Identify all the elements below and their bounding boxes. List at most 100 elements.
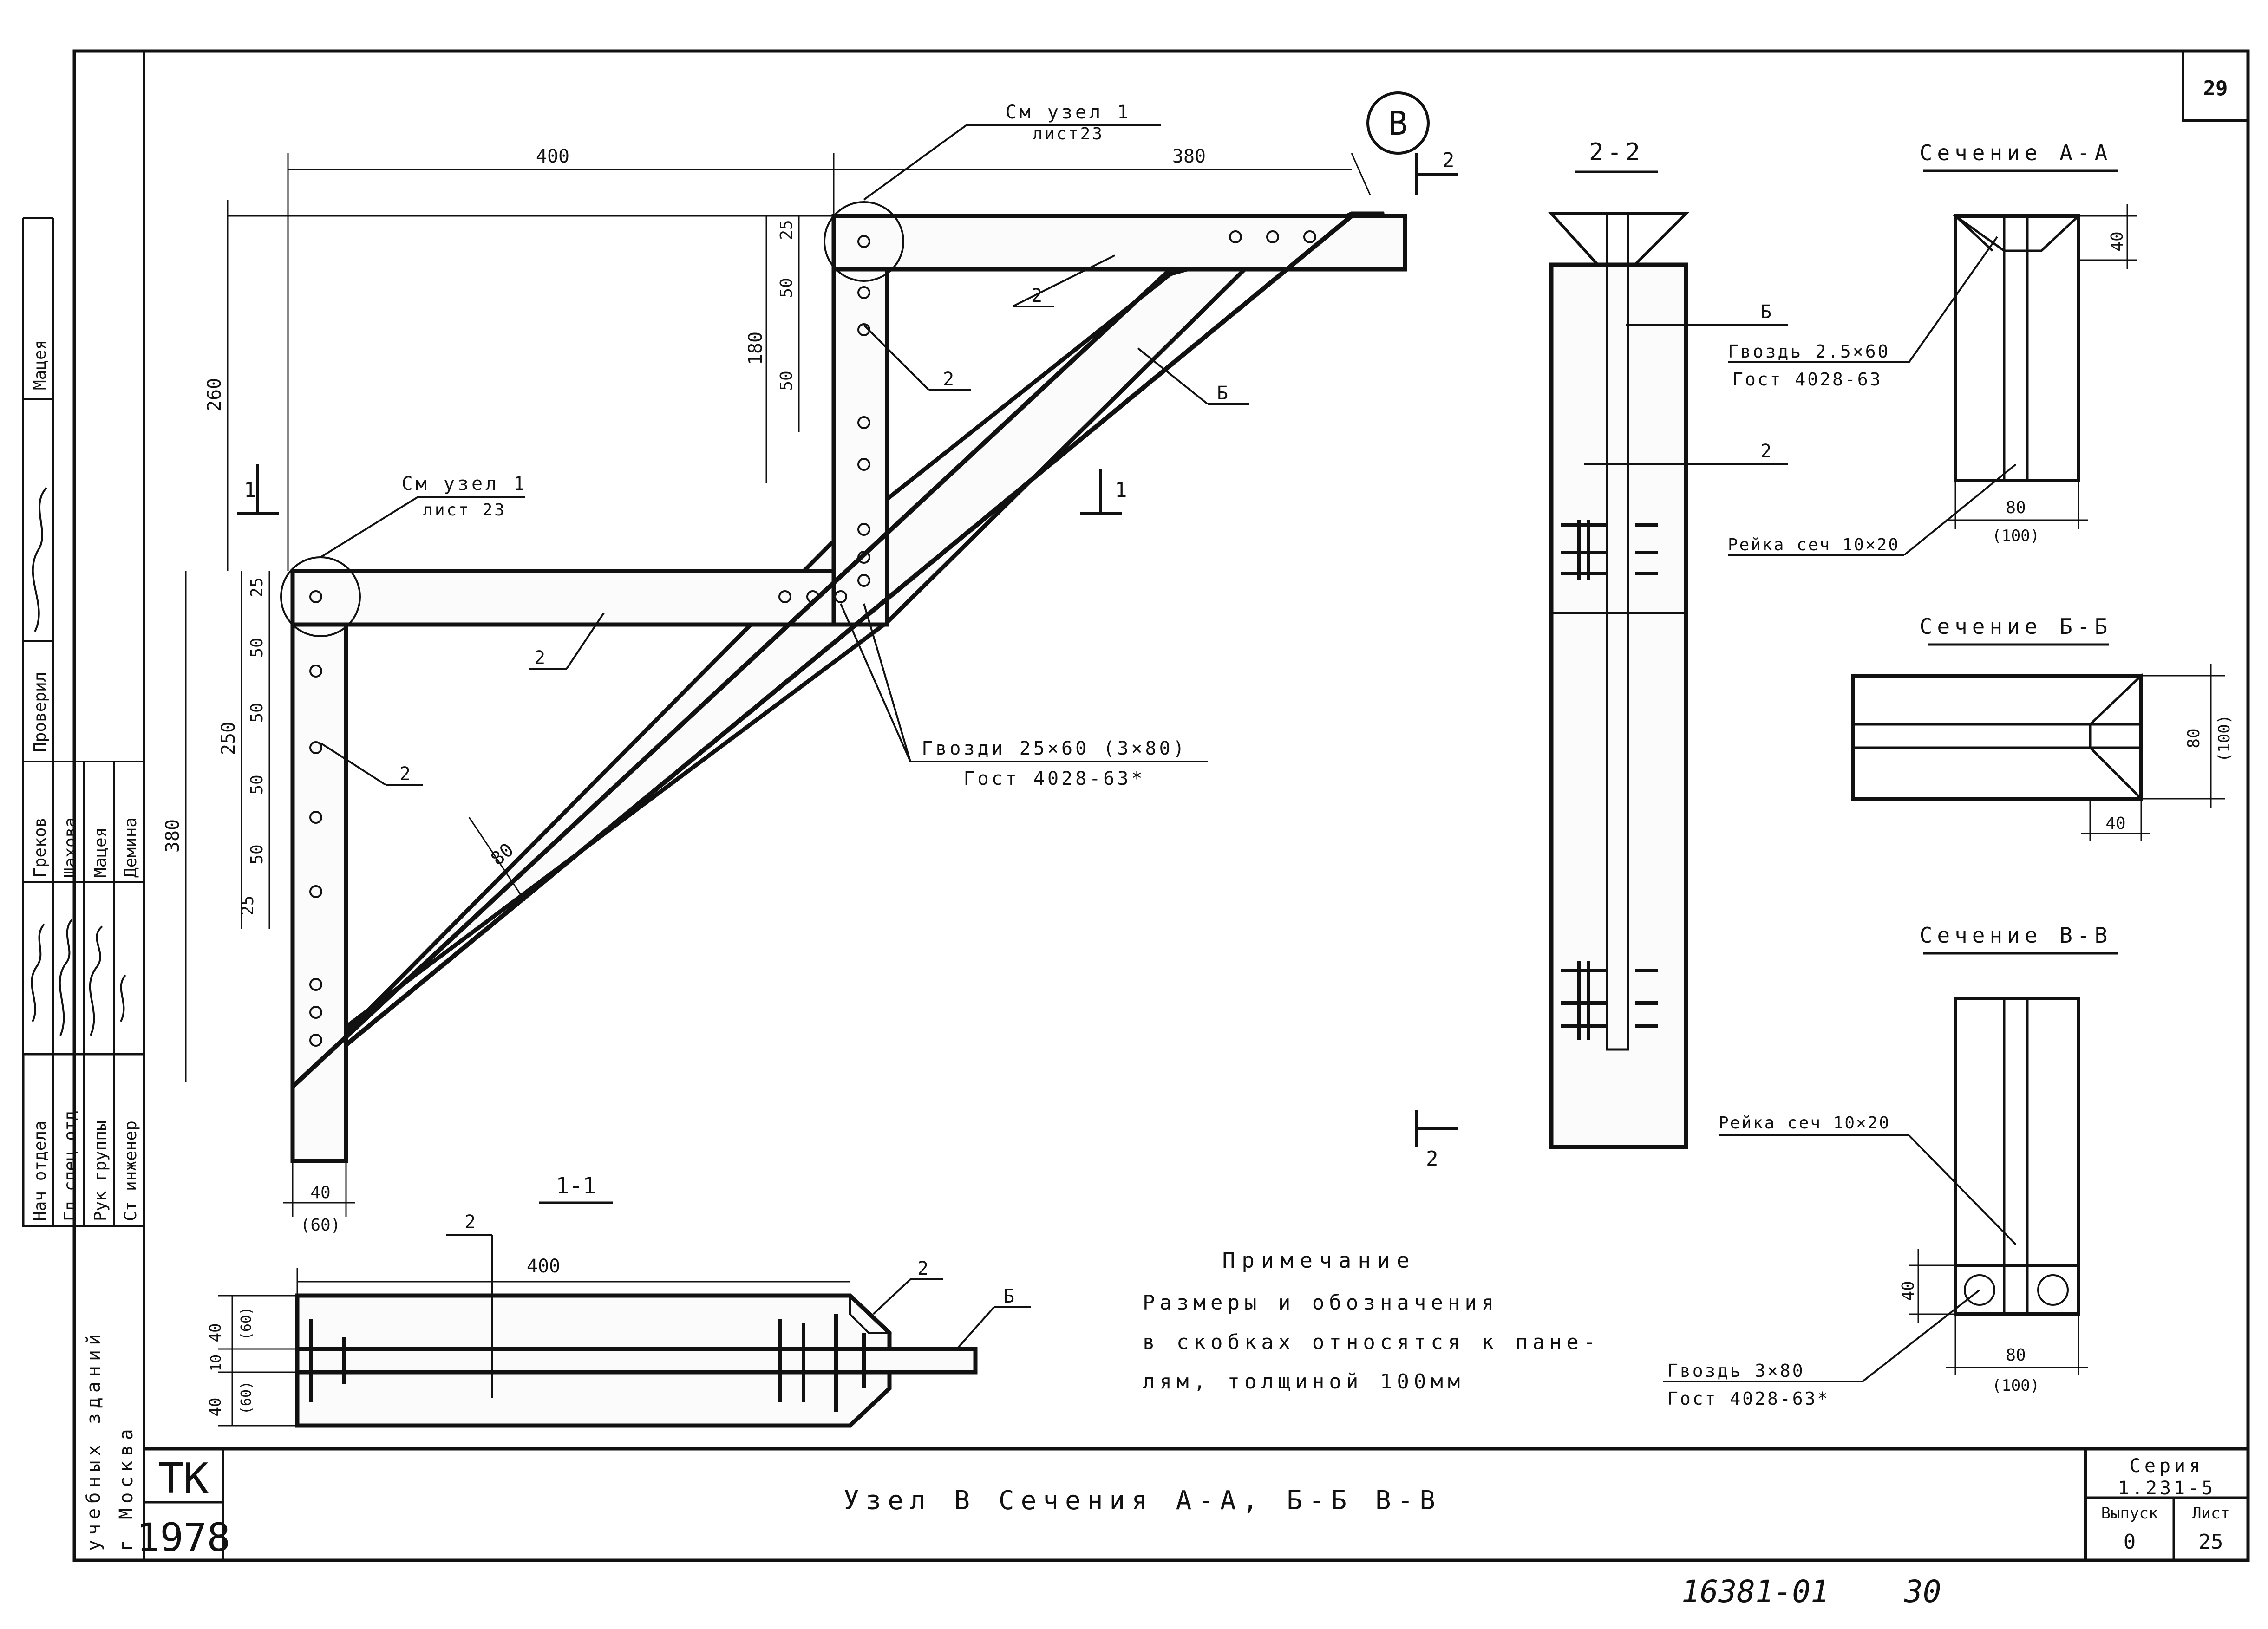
left-post <box>290 569 348 1163</box>
leader-2-upper-post: 2 <box>943 369 954 390</box>
sheet-value: 25 <box>2199 1530 2223 1554</box>
leader-2-mid: 2 <box>534 647 545 669</box>
dim-50-b: 50 <box>777 371 796 391</box>
logo-year: 1978 <box>137 1515 230 1560</box>
section-1-1: 2 400 2 Б 40 (60) 10 40 (60) <box>206 1212 1031 1428</box>
title-block: ТК 1978 Узел В Сечения А-А, Б-Б В-В Сери… <box>137 1447 2248 1560</box>
dim-w-40: 40 <box>310 1183 330 1202</box>
section-b-b: Сечение Б-Б 80 (100) 40 <box>1851 614 2234 841</box>
sec-a-dim-40: 40 <box>2108 231 2127 251</box>
archive-page: 30 <box>1904 1574 1941 1609</box>
role-2: Гл спец отд <box>61 1111 80 1221</box>
nails <box>309 230 1316 1047</box>
dim-380: 380 <box>1172 146 1206 167</box>
sec-a-dim-100: (100) <box>1992 527 2039 545</box>
sec-b-title: Сечение Б-Б <box>1920 614 2112 639</box>
sheet-label: Лист <box>2192 1504 2230 1523</box>
sec11-dim-400: 400 <box>527 1256 560 1277</box>
institute-line-2: г Москва <box>116 1424 137 1551</box>
dim-260: 260 <box>204 378 225 411</box>
ref-top-line1: См узел 1 <box>1006 102 1131 123</box>
sec-a-nail-1: Гвоздь 2.5×60 <box>1728 341 1890 362</box>
sheet-frame: 29 <box>23 49 2250 1562</box>
sec-v-rail: Рейка сеч 10×20 <box>1719 1114 1890 1133</box>
sec-a-rail: Рейка сеч 10×20 <box>1728 535 1900 554</box>
leader-b: Б <box>1217 383 1228 404</box>
role-1: Нач отдела <box>31 1121 50 1221</box>
sec11-dim-40a: 40 <box>206 1323 225 1342</box>
series-value: 1.231-5 <box>2118 1478 2216 1499</box>
archive-number: 16381-01 <box>1681 1574 1829 1609</box>
sec-v-dim-40: 40 <box>1899 1281 1918 1301</box>
name-2: Шахова <box>61 817 80 878</box>
sec11-dim-60a: (60) <box>238 1307 255 1340</box>
note-line-2: в скобках относятся к пане- <box>1143 1330 1600 1354</box>
side-stamp: Нач отдела Гл спец отд Рук группы Ст инж… <box>22 217 145 1551</box>
role-3: Рук группы <box>91 1121 110 1221</box>
dim-50-d: 50 <box>248 703 267 723</box>
cut-markers <box>237 153 1458 1147</box>
sec11-dim-40b: 40 <box>206 1398 225 1417</box>
ref-left-line2: лист 23 <box>423 501 506 520</box>
sec11-leader-2a: 2 <box>464 1212 476 1233</box>
nails-label-1: Гвозди 25×60 (3×80) <box>922 738 1187 759</box>
name-4: Демина <box>121 817 140 878</box>
role-4: Ст инженер <box>121 1121 140 1221</box>
note: Примечание Размеры и обозначения в скобк… <box>1143 1248 1600 1394</box>
dim-50-a: 50 <box>777 278 796 298</box>
leader-2-top: 2 <box>1031 285 1042 306</box>
sec-v-dim-100: (100) <box>1992 1376 2039 1395</box>
sec-a-nail-2: Гост 4028-63 <box>1732 369 1882 390</box>
sec-v-dim-80: 80 <box>2006 1346 2026 1365</box>
dim-25-mid: 25 <box>248 577 267 597</box>
section-a-a: Сечение А-А Гвоздь 2.5×60 Гост 4028-63 Р… <box>1728 140 2137 556</box>
cut-2-top: 2 <box>1442 149 1455 172</box>
checked-label: Проверил <box>31 672 50 752</box>
name-3: Мацея <box>91 828 110 878</box>
dim-250: 250 <box>218 722 239 755</box>
dim-380-left: 380 <box>162 819 183 853</box>
sec-a-dim-80: 80 <box>2006 498 2026 517</box>
section-v-v: Сечение В-В Рейка сеч 10×20 Гвоздь 3×80 … <box>1663 923 2118 1409</box>
logo-top: ТК <box>158 1454 209 1503</box>
dim-50-f: 50 <box>248 844 267 864</box>
node-mark-label: В <box>1388 104 1408 143</box>
cut-2-bottom: 2 <box>1426 1147 1438 1171</box>
sec-v-nail-1: Гвоздь 3×80 <box>1667 1361 1805 1381</box>
note-line-1: Размеры и обозначения <box>1143 1291 1498 1315</box>
section-1-1-label: 1-1 <box>556 1173 596 1199</box>
sec22-leader-2: 2 <box>1760 441 1771 462</box>
note-line-3: лям, толщиной 100мм <box>1143 1370 1464 1394</box>
dim-180: 180 <box>745 332 766 365</box>
signatures <box>31 487 126 1036</box>
institute-line-1: учебных зданий <box>83 1329 105 1551</box>
sec-b-dim-40: 40 <box>2105 814 2125 833</box>
nails-label-2: Гост 4028-63* <box>963 768 1145 789</box>
sec22-label: 2-2 <box>1589 138 1644 166</box>
name-1: Греков <box>31 817 50 878</box>
sec11-dim-60b: (60) <box>238 1381 255 1414</box>
dim-25-top: 25 <box>777 220 796 240</box>
dim-w-60: (60) <box>301 1216 341 1235</box>
sec11-leader-2b: 2 <box>917 1258 928 1279</box>
cut-1-right: 1 <box>1115 478 1127 502</box>
sec-a-title: Сечение А-А <box>1920 140 2112 165</box>
dimension-lines <box>185 153 1405 1217</box>
sec-v-nail-2: Гост 4028-63* <box>1667 1388 1830 1409</box>
section-2-2: 2-2 Б 2 <box>1548 138 1788 1149</box>
drawing-title: Узел В Сечения А-А, Б-Б В-В <box>843 1486 1442 1516</box>
dim-50-c: 50 <box>248 638 267 658</box>
sec-b-dim-80: 80 <box>2184 728 2203 748</box>
checked-name: Мацея <box>31 340 50 390</box>
sec-v-title: Сечение В-В <box>1920 923 2112 948</box>
upper-post <box>831 214 889 627</box>
sec-b-dim-100: (100) <box>2215 715 2234 762</box>
cut-1-left: 1 <box>244 478 256 502</box>
node-marker <box>1366 91 1430 155</box>
sec22-leader-b: Б <box>1760 301 1771 323</box>
node-v-view: В См узел 1 лист23 См узел 1 лист 23 Гво… <box>162 91 1458 1235</box>
dim-50-e: 50 <box>248 775 267 795</box>
node-circle-top <box>824 201 904 282</box>
note-heading: Примечание <box>1222 1248 1416 1273</box>
